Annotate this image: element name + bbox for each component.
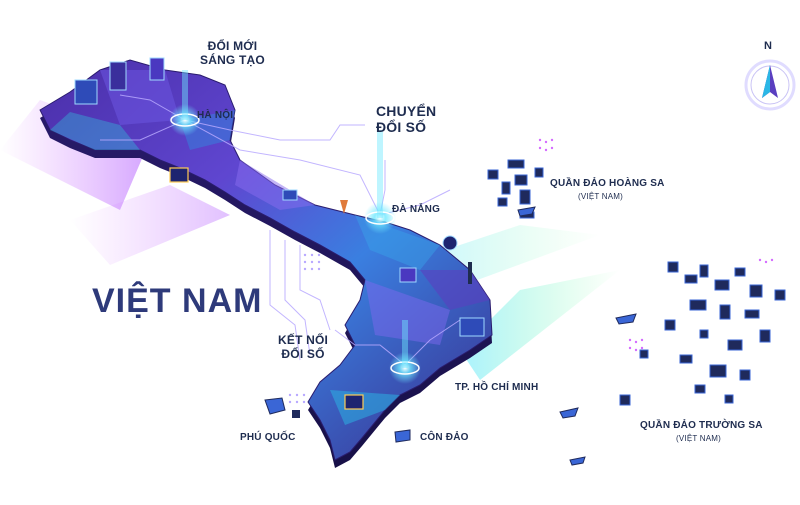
facet: [365, 280, 450, 345]
light-beam-da-nang: [377, 130, 383, 218]
satellite-dish-icon: [442, 235, 458, 251]
light-beam-hcm: [402, 320, 408, 368]
server-icon: [74, 79, 98, 105]
beam-left-mid: [70, 185, 230, 265]
island-con-dao: [394, 429, 411, 443]
ring-hcm: [390, 361, 420, 375]
building-icon: [399, 267, 417, 283]
location-pin-icon: [340, 200, 348, 214]
island-phu-quoc-small: [292, 410, 300, 418]
label-ket-noi-line1: KẾT NỐI: [278, 333, 329, 347]
beam-right-south: [460, 270, 620, 380]
label-doi-moi-sang-tao: ĐỔI MỚI SÁNG TẠO: [200, 39, 265, 68]
label-tp-ho-chi-minh: TP. HỒ CHÍ MINH: [455, 382, 539, 393]
label-phu-quoc: PHÚ QUỐC: [240, 432, 296, 443]
dot-patterns-hoang-sa: [538, 138, 554, 152]
label-chuyen-doi-line2: ĐỔI SỐ: [376, 119, 427, 136]
light-beam-ha-noi: [182, 70, 188, 120]
compass-icon: [744, 59, 796, 111]
chip-icon: [169, 167, 189, 183]
dot-patterns-truong-sa: [628, 258, 774, 352]
circuit-lines: [100, 94, 461, 366]
label-hoang-sa-sub: (VIỆT NAM): [578, 192, 623, 201]
chip-icon: [344, 394, 364, 410]
map-title: VIỆT NAM: [92, 282, 263, 320]
ship-icon: [559, 407, 579, 419]
islands-truong-sa: [619, 261, 786, 406]
compass-north-label: N: [764, 40, 772, 52]
label-chuyen-doi-so: CHUYỂN ĐỔI SỐ: [376, 103, 436, 135]
ships: [517, 206, 637, 466]
label-con-dao: CÔN ĐẢO: [420, 432, 469, 443]
island-phu-quoc: [264, 397, 286, 415]
tower-icon: [468, 262, 472, 284]
ring-ha-noi: [170, 113, 200, 127]
building-icon: [109, 61, 127, 91]
dot-patterns: [288, 253, 321, 404]
building-icon: [149, 57, 165, 81]
islands-hoang-sa: [487, 159, 544, 219]
label-da-nang: ĐÀ NẴNG: [392, 204, 441, 215]
satellite-icon: [282, 189, 298, 201]
facet: [420, 270, 490, 310]
label-doi-moi-line2: SÁNG TẠO: [200, 52, 265, 67]
label-truong-sa: QUẦN ĐẢO TRƯỜNG SA: [640, 420, 763, 431]
label-truong-sa-sub: (VIỆT NAM): [676, 434, 721, 443]
building-icon: [459, 317, 485, 337]
ring-da-nang: [365, 211, 395, 225]
label-ket-noi-doi-so: KẾT NỐI ĐỔI SỐ: [278, 333, 329, 362]
label-hoang-sa: QUẦN ĐẢO HOÀNG SA: [550, 178, 665, 189]
node-da-nang: [364, 202, 396, 234]
node-hcm: [389, 352, 421, 384]
label-chuyen-doi-line1: CHUYỂN: [376, 103, 437, 119]
label-ket-noi-line2: ĐỔI SỐ: [281, 346, 325, 361]
node-ha-noi: [169, 104, 201, 136]
label-doi-moi-line1: ĐỔI MỚI: [207, 39, 258, 53]
ship-icon: [517, 206, 536, 217]
building-icons: [74, 57, 485, 410]
label-ha-noi: HÀ NỘI: [197, 110, 234, 121]
ship-icon: [615, 313, 637, 325]
ship-icon: [569, 456, 586, 466]
